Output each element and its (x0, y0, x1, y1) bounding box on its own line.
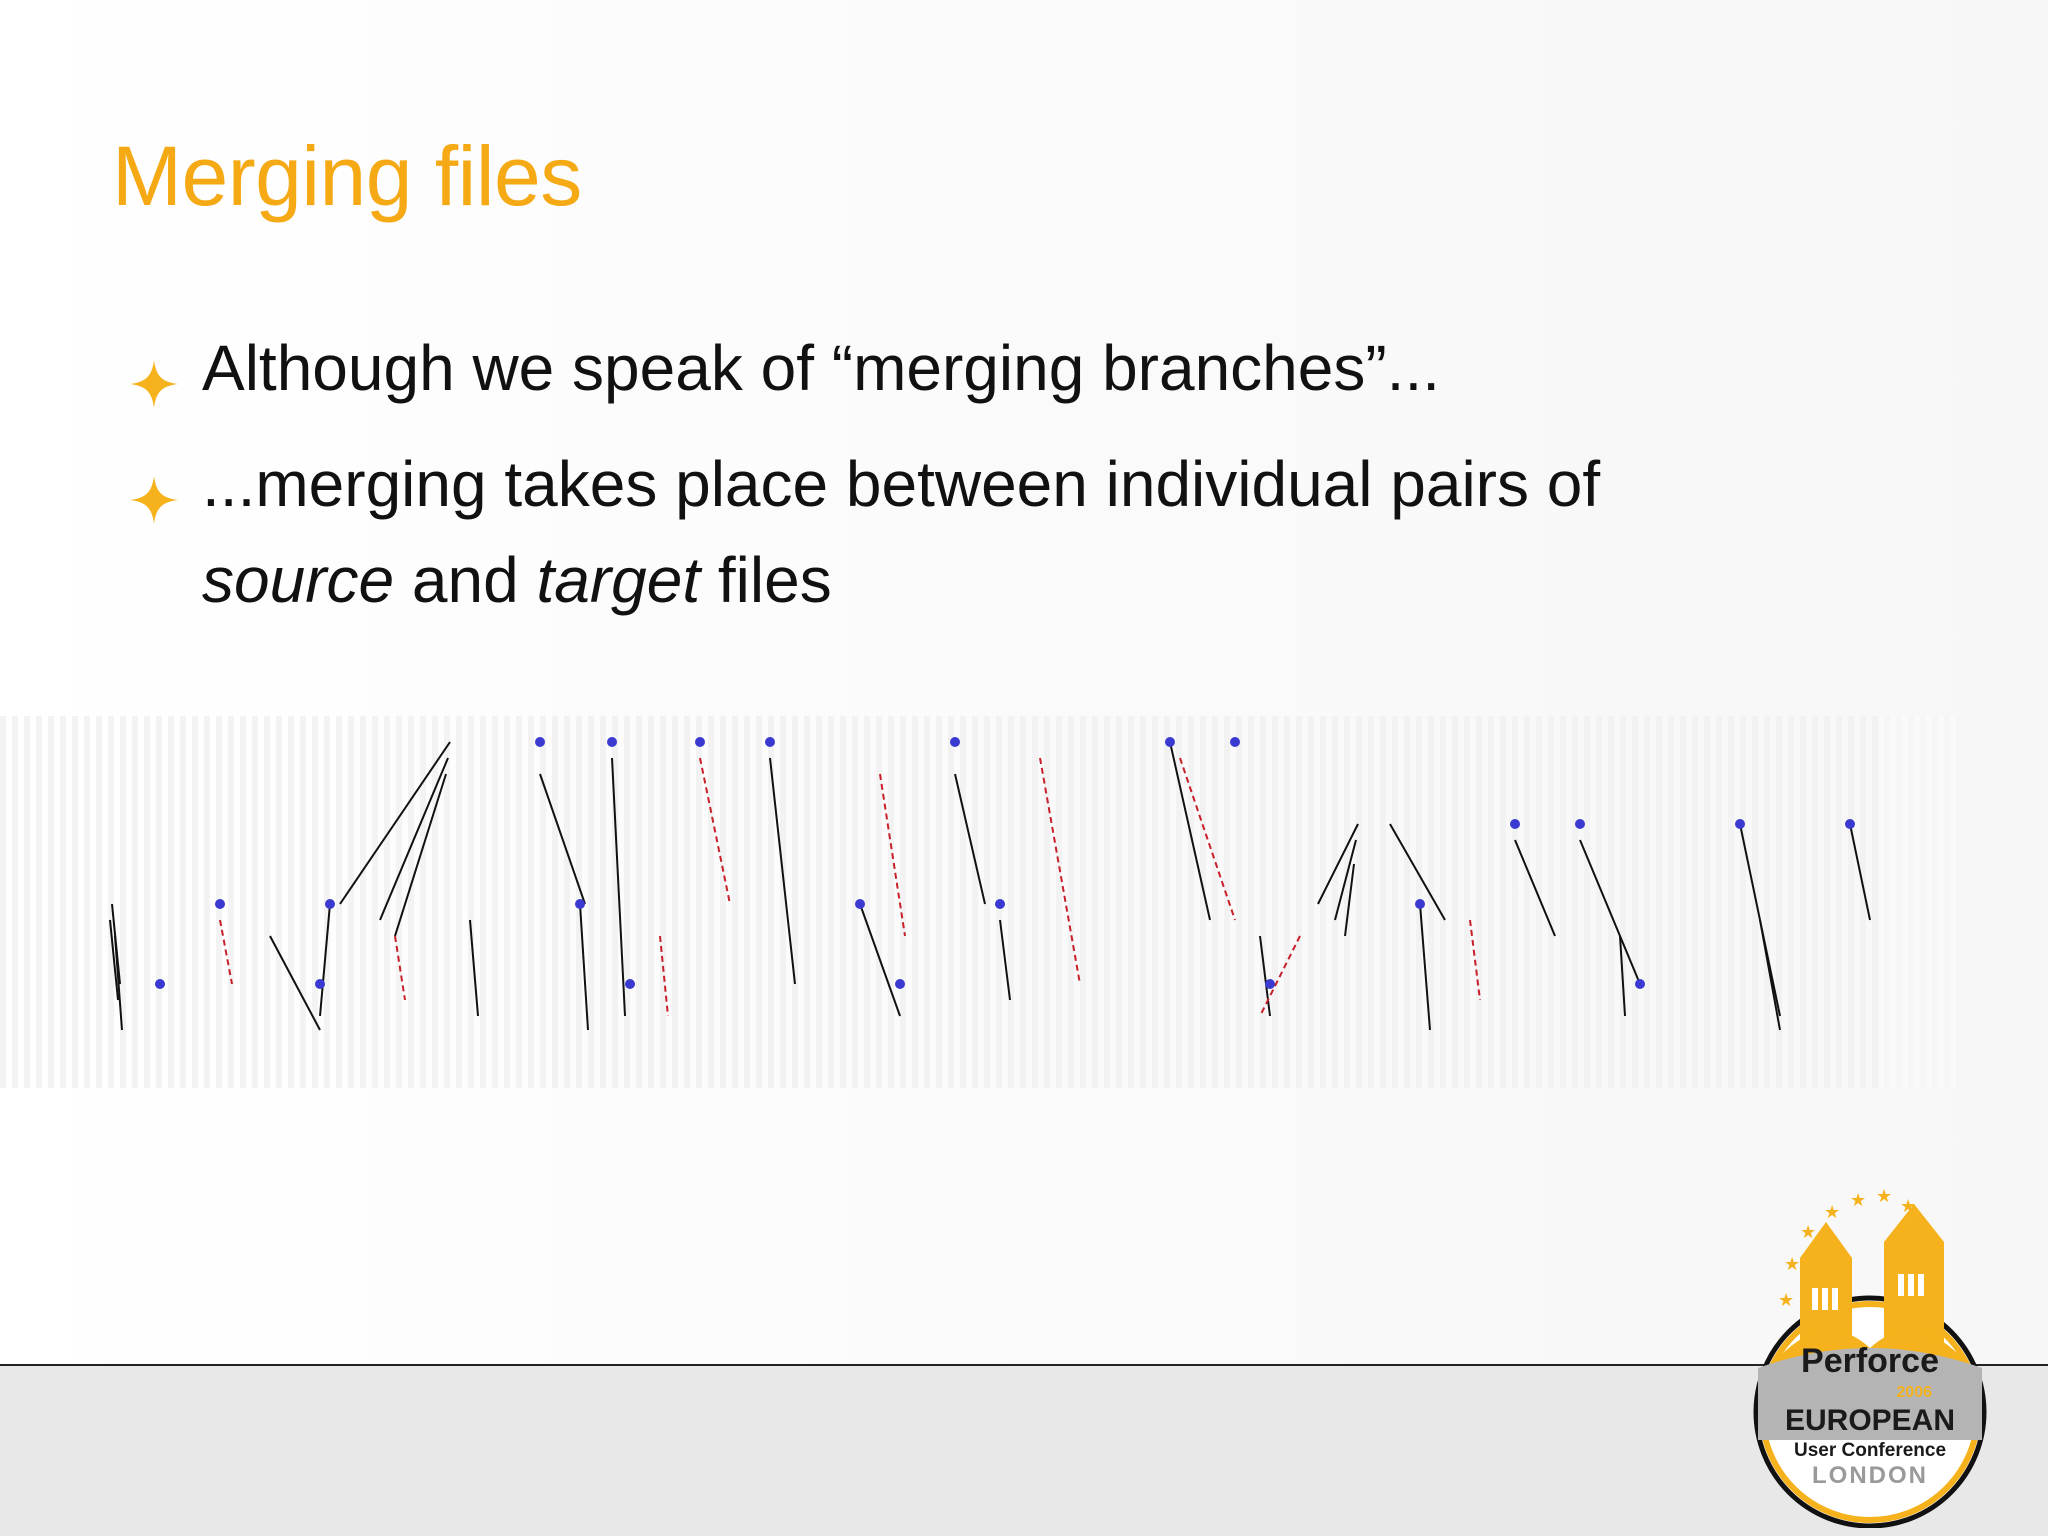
footer-rule (0, 1364, 2048, 1366)
svg-text:★: ★ (1850, 1190, 1866, 1211)
bullet-text: ...merging takes place between individua… (202, 448, 1601, 520)
perforce-conference-logo: ★ ★ ★ ★ ★ ★ ★ ★ Perforce 2006 EUROPEAN U… (1738, 1178, 2002, 1528)
svg-text:★: ★ (1800, 1222, 1816, 1243)
right-fade (1880, 716, 1960, 1088)
four-point-star-icon (128, 340, 180, 408)
svg-text:★: ★ (1784, 1254, 1800, 1275)
logo-graphic: ★ ★ ★ ★ ★ ★ ★ ★ (1753, 1186, 1987, 1528)
slide-title: Merging files (112, 129, 582, 223)
bullet-list: Although we speak of “merging branches”.… (128, 320, 1828, 648)
source-word: source (202, 544, 395, 616)
logo-line1: EUROPEAN (1784, 1404, 1956, 1437)
logo-line2: User Conference (1793, 1440, 1947, 1461)
bullet-item: ...merging takes place between individua… (128, 436, 1828, 628)
logo-year: 2006 (1896, 1384, 1932, 1401)
slide-background (0, 0, 2048, 1365)
logo-brand: Perforce (1801, 1342, 1939, 1380)
files-word: files (700, 544, 832, 616)
bullet-text: Although we speak of “merging branches”.… (202, 332, 1440, 404)
svg-text:★: ★ (1824, 1202, 1840, 1223)
logo-line3: LONDON (1812, 1462, 1928, 1489)
four-point-star-icon (128, 456, 180, 524)
svg-text:★: ★ (1778, 1290, 1794, 1311)
bullet-item: Although we speak of “merging branches”.… (128, 320, 1828, 416)
branch-merge-diagram (0, 716, 1960, 1088)
integration-lines-red (219, 757, 1481, 1017)
branch-off-lines (109, 741, 1359, 1031)
and-word: and (394, 544, 537, 616)
integration-lines-black (269, 741, 1871, 1031)
footer-band (0, 1365, 2048, 1536)
revision-markers (155, 737, 1855, 989)
svg-text:★: ★ (1876, 1186, 1892, 1207)
target-word: target (536, 544, 701, 616)
